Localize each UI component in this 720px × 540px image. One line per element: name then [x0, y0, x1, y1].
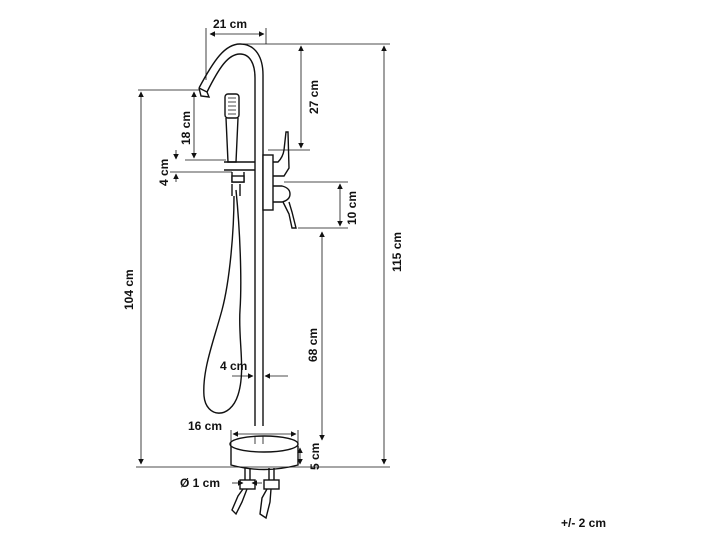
label-height-to-spout: 104 cm [122, 269, 136, 310]
label-connector-diameter: Ø 1 cm [180, 476, 220, 490]
hand-shower [224, 93, 240, 163]
label-base-width: 16 cm [188, 419, 222, 433]
upper-handle [263, 131, 290, 177]
label-total-height: 115 cm [390, 232, 404, 272]
faucet-base [229, 435, 299, 471]
shower-hose [203, 189, 243, 414]
lower-handle [263, 185, 291, 203]
faucet-drawing [198, 43, 299, 520]
label-handle-spacing: 10 cm [345, 191, 359, 225]
tolerance-note: +/- 2 cm [561, 516, 606, 530]
dimension-labels: 21 cm 27 cm 115 cm 104 cm 18 cm 4 cm 10 … [122, 17, 606, 530]
label-spout-drop: 27 cm [307, 80, 321, 114]
label-base-height: 5 cm [308, 443, 322, 470]
dimension-lines [136, 28, 390, 486]
label-holder-gap: 4 cm [157, 159, 171, 186]
label-shower-height: 18 cm [179, 111, 193, 145]
label-handle-height: 68 cm [306, 328, 320, 362]
label-pipe-diameter: 4 cm [220, 359, 247, 373]
label-top-width: 21 cm [213, 17, 247, 31]
floor-connectors [231, 468, 280, 520]
